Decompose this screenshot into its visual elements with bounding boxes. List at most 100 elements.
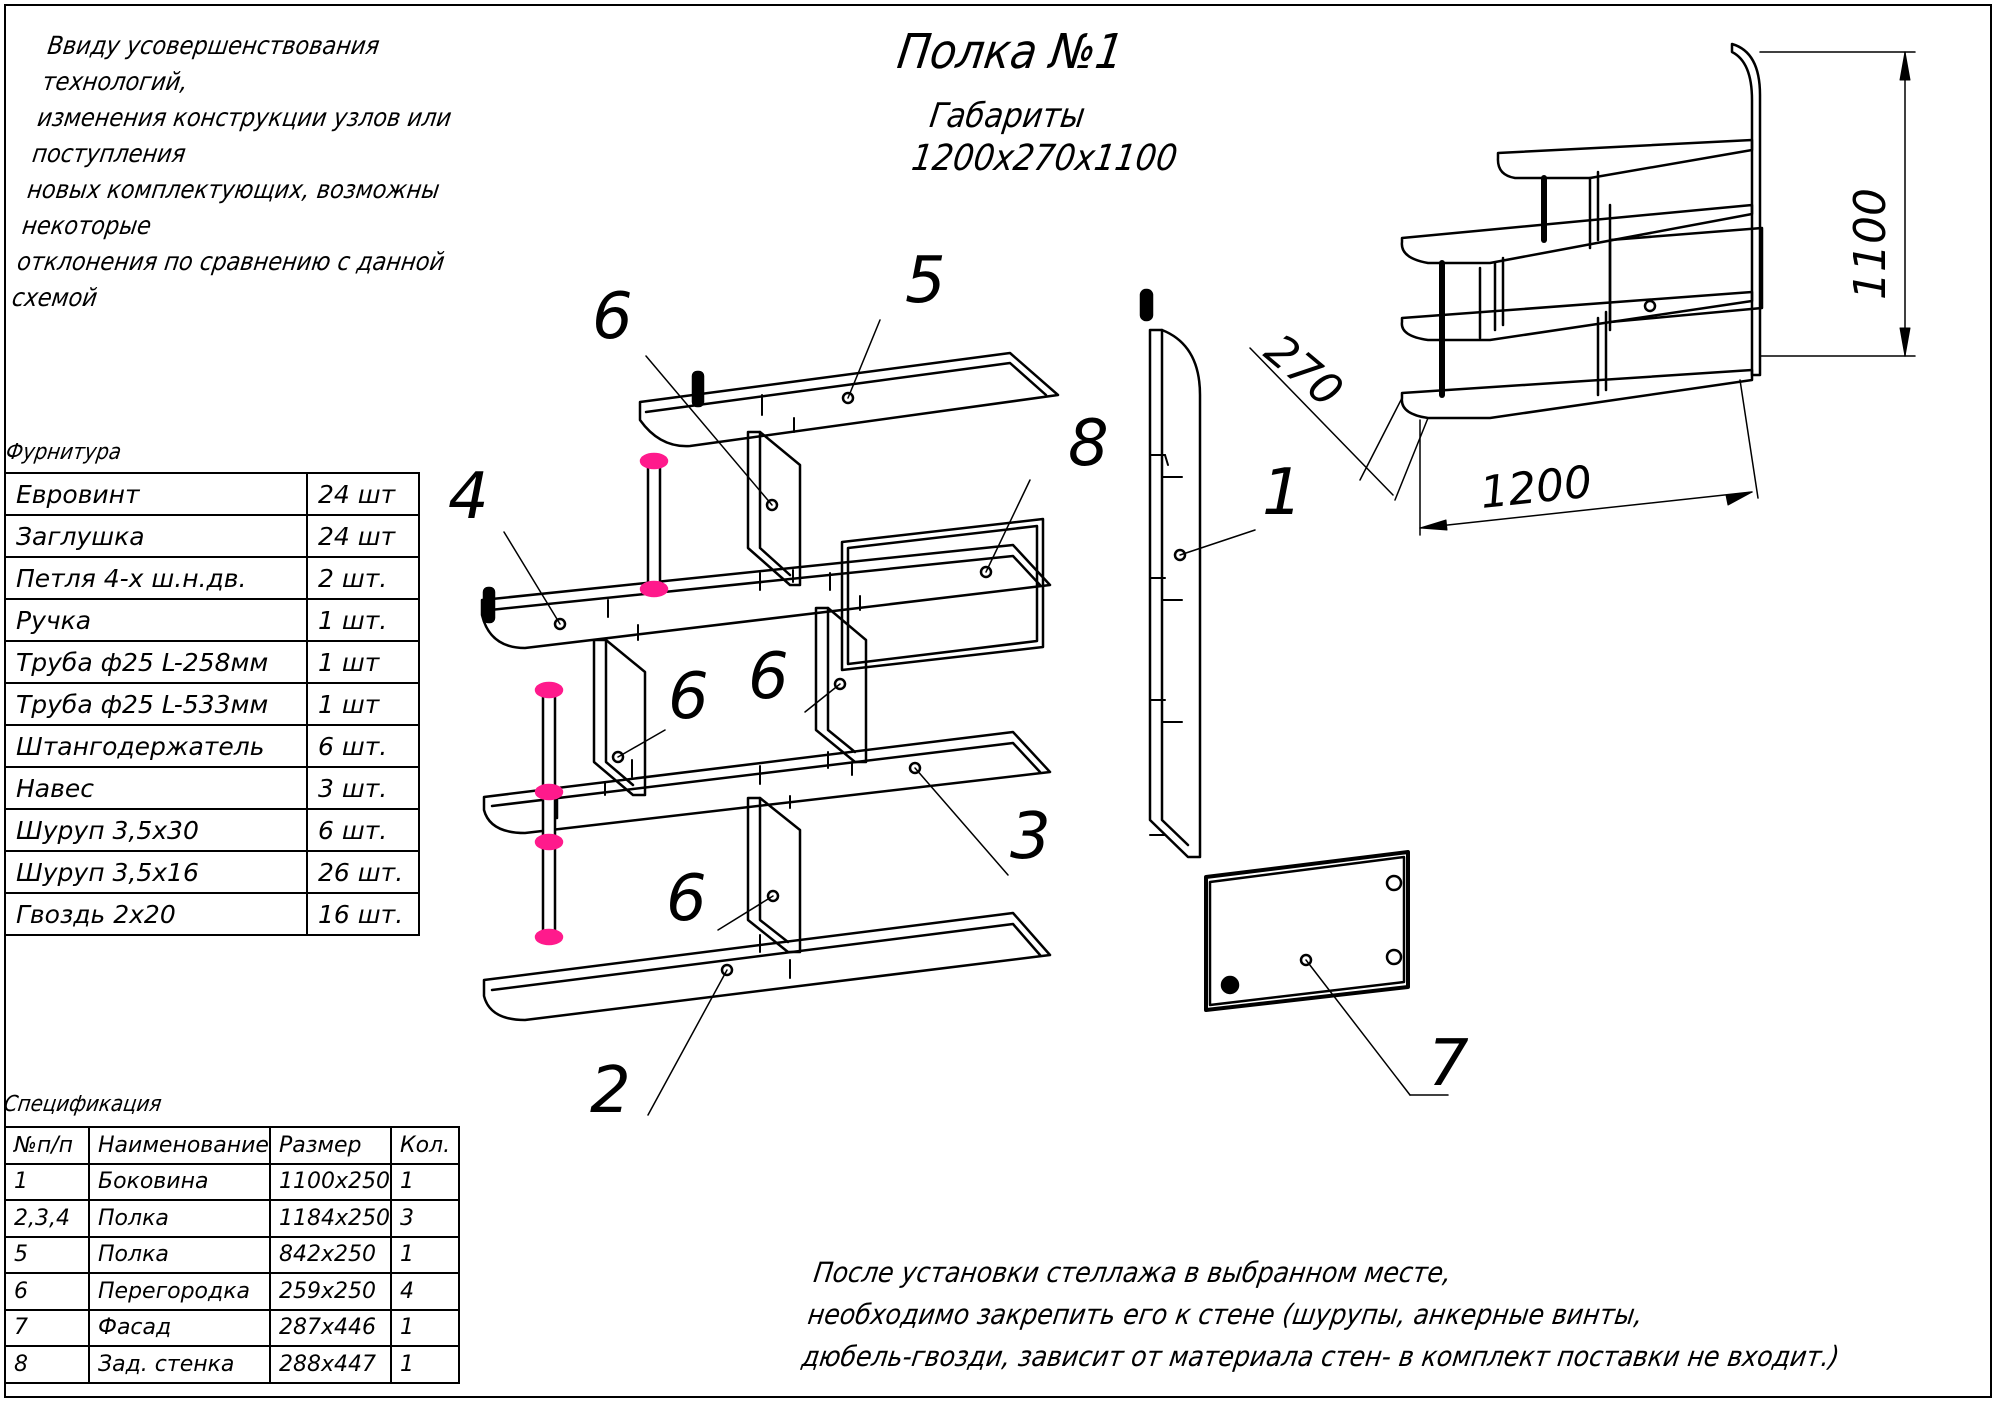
leader-lines [503, 319, 1449, 1116]
spec-cell: Боковина [88, 1162, 271, 1201]
shelf-3 [482, 730, 1052, 835]
spec-cell: Зад. стенка [88, 1345, 271, 1384]
spec-cell: 1 [389, 1235, 460, 1274]
spec-cell: Полка [88, 1235, 271, 1274]
side-panel-1 [1139, 288, 1202, 859]
spec-cell: 2,3,4 [4, 1199, 90, 1238]
spec-cell: 1 [389, 1345, 460, 1384]
spec-header: Наименование [88, 1126, 271, 1165]
tube-long [534, 681, 564, 946]
callout-6: 6 [668, 660, 709, 734]
callout-6: 6 [748, 640, 789, 714]
fitting-name: Штангодержатель [4, 724, 308, 768]
fitting-qty: 1 шт [306, 640, 420, 684]
spec-cell: 4 [389, 1272, 460, 1311]
callout-8: 8 [1068, 407, 1109, 481]
dimension-depth: 270 [1255, 324, 1352, 417]
fitting-qty: 6 шт. [306, 808, 420, 852]
spec-cell: 5 [4, 1235, 90, 1274]
spec-header: Кол. [389, 1126, 460, 1165]
fitting-qty: 16 шт. [306, 892, 420, 936]
fitting-qty: 2 шт. [306, 556, 420, 600]
spec-cell: 1100х250 [268, 1162, 392, 1201]
partition-6-bottom [746, 796, 802, 954]
callout-4: 4 [448, 460, 489, 534]
shelf-5 [638, 351, 1060, 448]
fitting-name: Евровинт [4, 472, 308, 516]
fitting-name: Гвоздь 2х20 [4, 892, 308, 936]
dimension-width: 1200 [1478, 457, 1595, 519]
partition-6-top [746, 430, 802, 587]
fitting-qty: 6 шт. [306, 724, 420, 768]
spec-cell: 7 [4, 1308, 90, 1347]
tube-short [639, 452, 669, 598]
table-header-row: №п/п Наименование Размер Кол. [4, 1126, 460, 1165]
back-wall-8 [840, 517, 1045, 672]
partition-6-right [814, 606, 868, 764]
assembled-view: 1100 270 1200 [1249, 42, 1916, 536]
spec-cell: 288х447 [268, 1345, 392, 1384]
fitting-qty: 26 шт. [306, 850, 420, 894]
callout-2: 2 [590, 1054, 631, 1128]
facade-7 [1204, 850, 1410, 1012]
dimension-height: 1100 [1845, 188, 1896, 300]
fitting-name: Труба ф25 L-258мм [4, 640, 308, 684]
spec-cell: Перегородка [88, 1272, 271, 1311]
spec-header: Размер [268, 1126, 392, 1165]
shelf-4 [480, 543, 1052, 650]
fitting-name: Заглушка [4, 514, 308, 558]
spec-cell: Полка [88, 1199, 271, 1238]
fitting-name: Ручка [4, 598, 308, 642]
table-row: Петля 4-х ш.н.дв.2 шт. [4, 556, 420, 600]
partition-6-left [592, 638, 647, 797]
fitting-qty: 24 шт [306, 472, 420, 516]
callout-5: 5 [905, 244, 946, 318]
fitting-name: Петля 4-х ш.н.дв. [4, 556, 308, 600]
callout-7: 7 [1428, 1027, 1469, 1101]
spec-cell: 259х250 [268, 1272, 392, 1311]
fitting-name: Труба ф25 L-533мм [4, 682, 308, 726]
callout-3: 3 [1010, 800, 1051, 874]
spec-cell: 1 [389, 1162, 460, 1201]
fitting-qty: 1 шт. [306, 598, 420, 642]
spec-cell: 287х446 [268, 1308, 392, 1347]
fitting-qty: 3 шт. [306, 766, 420, 810]
spec-cell: 1 [4, 1162, 90, 1201]
fitting-name: Навес [4, 766, 308, 810]
callout-6: 6 [666, 862, 707, 936]
spec-cell: 6 [4, 1272, 90, 1311]
shelf-2 [482, 911, 1052, 1022]
spec-cell: 1 [389, 1308, 460, 1347]
callout-6: 6 [592, 280, 633, 354]
spec-header: №п/п [4, 1126, 90, 1165]
fitting-name: Шуруп 3,5х16 [4, 850, 308, 894]
fitting-name: Шуруп 3,5х30 [4, 808, 308, 852]
callout-1: 1 [1262, 456, 1303, 530]
spec-cell: 842х250 [268, 1235, 392, 1274]
fitting-qty: 24 шт [306, 514, 420, 558]
spec-cell: 3 [389, 1199, 460, 1238]
connector-ticks [604, 394, 861, 979]
spec-cell: 1184х250 [268, 1199, 392, 1238]
spec-cell: 8 [4, 1345, 90, 1384]
spec-cell: Фасад [88, 1308, 271, 1347]
